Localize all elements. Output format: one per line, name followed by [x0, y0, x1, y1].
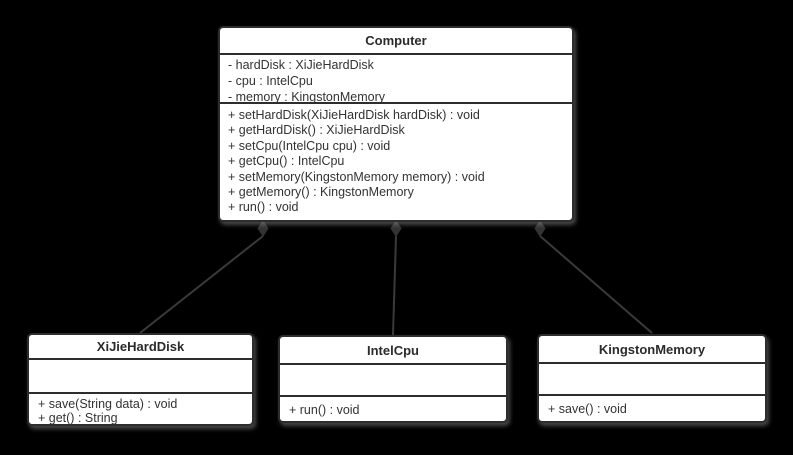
methods-section: + save() : void — [539, 396, 765, 425]
class-method: + get() : String — [38, 411, 118, 425]
class-method: + getMemory() : KingstonMemory — [228, 185, 414, 200]
connector-line — [139, 235, 264, 334]
attributes-section-empty — [539, 364, 765, 396]
attributes-section-empty — [280, 365, 506, 397]
class-title: XiJieHardDisk — [29, 335, 252, 360]
class-method: + setMemory(KingstonMemory memory) : voi… — [228, 169, 485, 184]
class-title: IntelCpu — [280, 337, 506, 365]
class-name-label: XiJieHardDisk — [96, 339, 185, 354]
class-attribute: - cpu : IntelCpu — [228, 74, 313, 89]
class-title: Computer — [220, 28, 572, 55]
class-method: + getCpu() : IntelCpu — [228, 154, 345, 169]
composition-diamond-icon — [534, 220, 546, 237]
class-name-label: KingstonMemory — [598, 341, 706, 357]
composition-link-computer-kingstonmemory[interactable] — [534, 220, 653, 334]
composition-diamond-icon — [390, 220, 402, 237]
class-attribute: - hardDisk : XiJieHardDisk — [228, 58, 374, 72]
connector-line — [539, 235, 653, 334]
composition-link-computer-xijieharddisk[interactable] — [139, 220, 269, 334]
class-title: KingstonMemory — [539, 336, 765, 364]
methods-section: + run() : void — [280, 397, 506, 425]
composition-diamond-icon — [257, 220, 269, 237]
methods-section: + setHardDisk(XiJieHardDisk hardDisk) : … — [220, 104, 572, 224]
class-method: + run() : void — [289, 403, 360, 417]
class-name-label: IntelCpu — [367, 342, 419, 358]
attributes-section-empty — [29, 360, 252, 394]
composition-link-computer-intelcpu[interactable] — [390, 220, 402, 336]
class-box-intelcpu[interactable]: IntelCpu + run() : void — [278, 335, 508, 423]
class-name-label: Computer — [365, 33, 427, 48]
class-method: + setCpu(IntelCpu cpu) : void — [228, 138, 391, 153]
class-method: + run() : void — [228, 200, 299, 215]
attributes-section: - hardDisk : XiJieHardDisk - cpu : Intel… — [220, 55, 572, 104]
connector-line — [392, 235, 397, 336]
class-method: + setHardDisk(XiJieHardDisk hardDisk) : … — [228, 108, 480, 122]
class-attribute: - memory : KingstonMemory — [228, 90, 385, 104]
class-box-computer[interactable]: Computer - hardDisk : XiJieHardDisk - cp… — [218, 26, 574, 222]
methods-section: + save(String data) : void + get() : Str… — [29, 394, 252, 428]
class-box-kingstonmemory[interactable]: KingstonMemory + save() : void — [537, 334, 767, 423]
class-method: + save() : void — [548, 402, 627, 416]
class-box-xijieharddisk[interactable]: XiJieHardDisk + save(String data) : void… — [27, 333, 254, 426]
class-method: + save(String data) : void — [38, 397, 178, 411]
class-method: + getHardDisk() : XiJieHardDisk — [228, 123, 405, 138]
